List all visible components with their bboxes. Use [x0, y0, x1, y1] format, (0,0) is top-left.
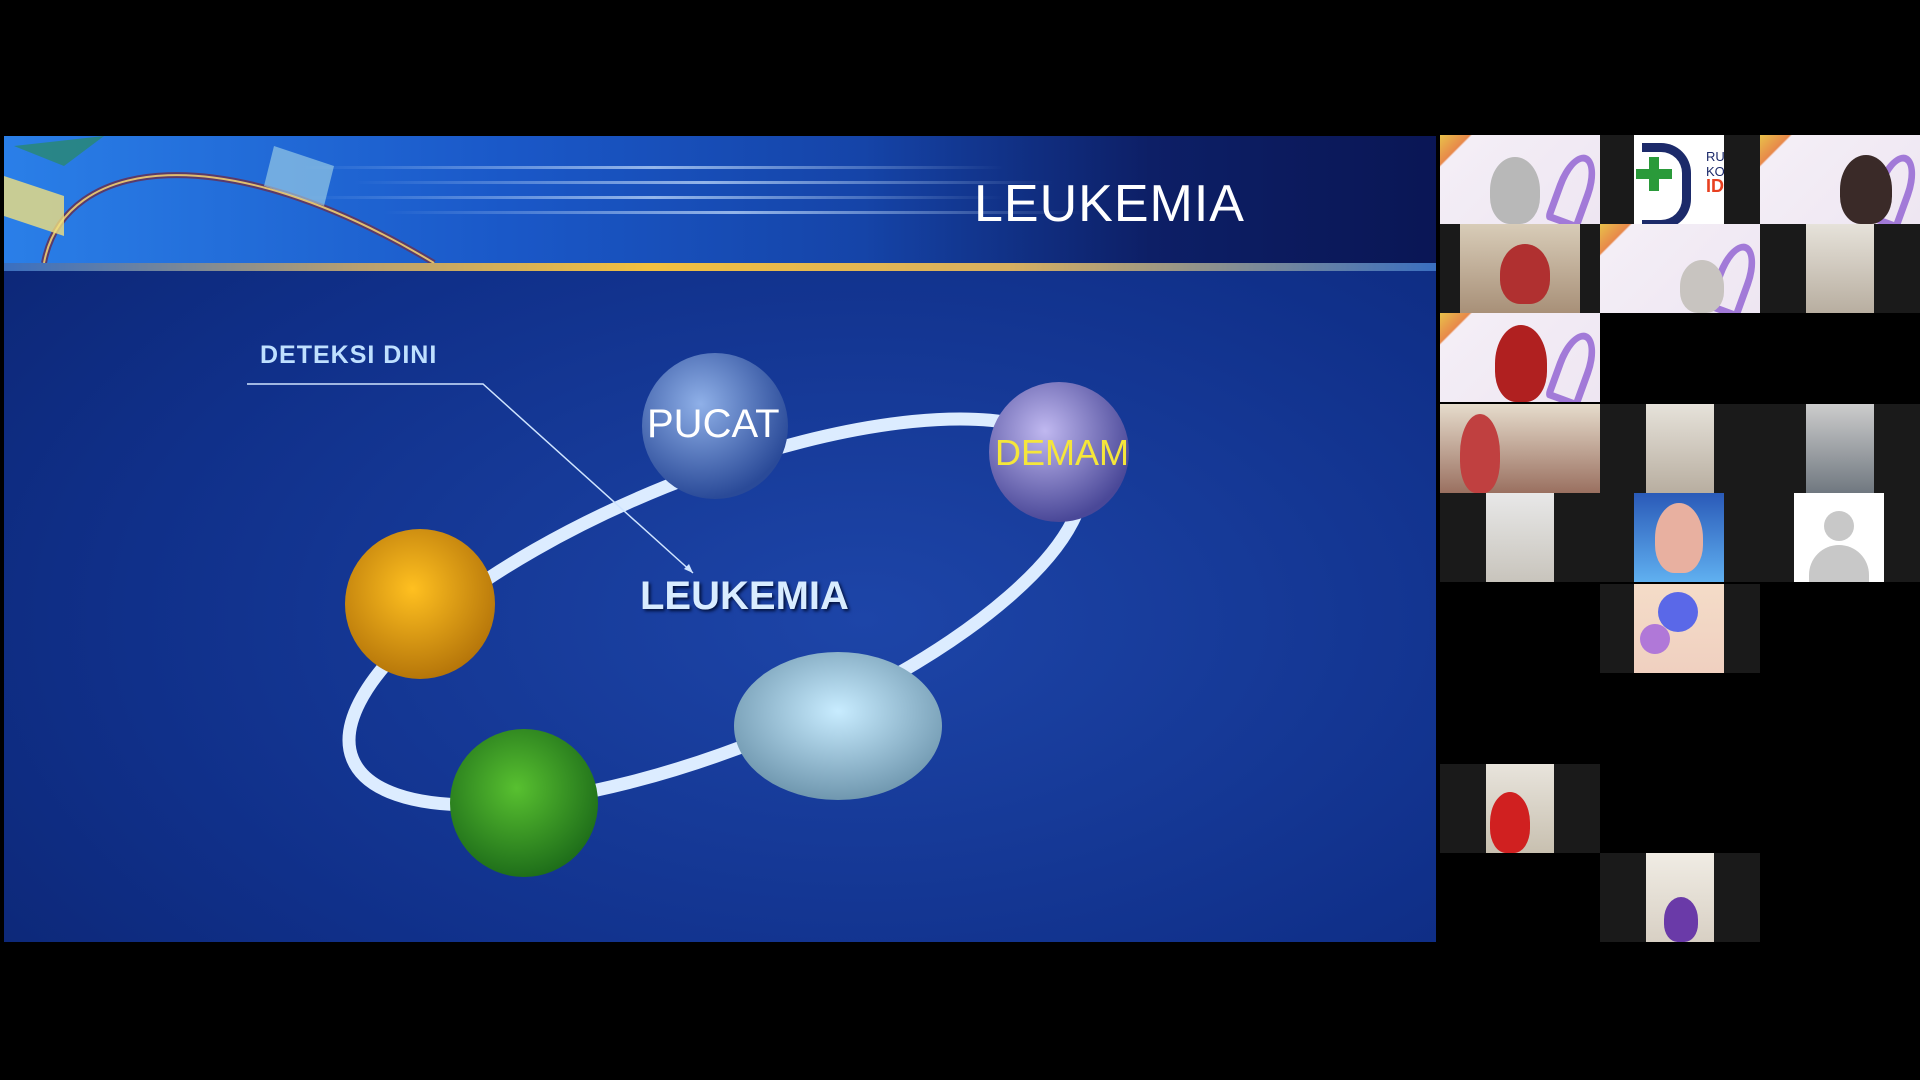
logo-text: KO: [1706, 164, 1725, 179]
diagram: [247, 353, 1129, 877]
sphere-label-pucat: PUCAT: [647, 402, 780, 446]
participant-tile[interactable]: [1760, 404, 1920, 493]
avatar-placeholder-icon: [1824, 511, 1854, 541]
logo-text: ID: [1706, 176, 1724, 196]
annotation-line: [247, 383, 694, 574]
sphere-green: [450, 729, 598, 877]
participant-tile[interactable]: [1440, 493, 1600, 582]
decorative-arc: [4, 136, 436, 263]
participant-tile[interactable]: [1600, 493, 1760, 582]
slide-title: LEUKEMIA: [974, 175, 1245, 233]
participant-tile[interactable]: [1440, 313, 1600, 402]
annotation-label: DETEKSI DINI: [260, 341, 438, 369]
participant-tile[interactable]: [1600, 224, 1760, 313]
slide-header-banner: LEUKEMIA: [4, 136, 1436, 263]
participant-tile[interactable]: [1600, 584, 1760, 673]
gold-divider: [4, 263, 1436, 271]
sphere-pucat: [642, 353, 788, 499]
center-label: LEUKEMIA: [640, 574, 849, 618]
participant-tile[interactable]: [1760, 224, 1920, 313]
participant-tile[interactable]: [1600, 404, 1760, 493]
participant-tile[interactable]: [1440, 404, 1600, 493]
sphere-demam: [989, 382, 1129, 522]
participant-tile[interactable]: [1440, 135, 1600, 224]
participant-tile[interactable]: [1440, 224, 1600, 313]
logo-text: RU: [1706, 149, 1725, 164]
participant-tile[interactable]: [1600, 853, 1760, 942]
participant-tile[interactable]: [1440, 764, 1600, 853]
participant-tile-logo[interactable]: RU KO ID: [1600, 135, 1760, 224]
participant-tile-no-video[interactable]: [1760, 493, 1920, 582]
participant-tile[interactable]: [1760, 135, 1920, 224]
shared-screen-slide: LEUKEMIA DETEKSI DINI LEUKEMIA PUCAT DEM…: [4, 136, 1436, 942]
sphere-light-blue: [734, 652, 942, 800]
logo-b-icon: [1642, 143, 1691, 224]
sphere-orange: [345, 529, 495, 679]
sphere-label-demam: DEMAM: [995, 432, 1129, 473]
